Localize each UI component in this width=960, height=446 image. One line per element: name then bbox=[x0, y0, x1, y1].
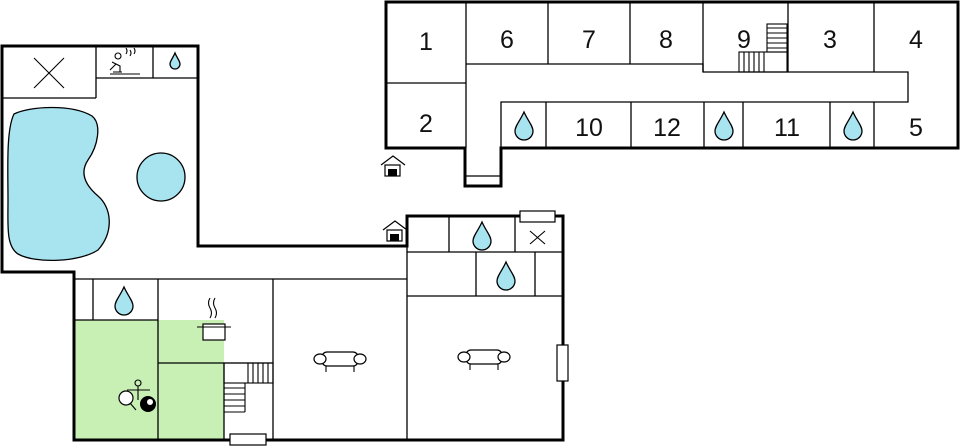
cooking-pot-icon bbox=[197, 297, 231, 341]
wellness-area bbox=[2, 46, 198, 262]
pool bbox=[7, 106, 110, 262]
room-number-12: 12 bbox=[653, 114, 681, 142]
water-drop-icon bbox=[714, 110, 734, 141]
game-room-fill bbox=[74, 320, 224, 440]
water-drop-icon bbox=[843, 110, 863, 141]
water-drop-icon bbox=[514, 110, 534, 141]
room-number-5: 5 bbox=[909, 114, 923, 142]
room-number-10: 10 bbox=[575, 114, 603, 142]
stairs-icon bbox=[738, 23, 788, 73]
room-number-3: 3 bbox=[823, 26, 837, 54]
room-number-4: 4 bbox=[909, 26, 923, 54]
water-drop-icon bbox=[169, 51, 181, 70]
water-drop-icon bbox=[114, 285, 134, 316]
outer-wall-left-building bbox=[0, 44, 565, 442]
room-number-9: 9 bbox=[737, 26, 751, 54]
outer-wall-top-building bbox=[384, 0, 960, 188]
sauna-icon bbox=[109, 47, 140, 75]
sofa-icon bbox=[457, 349, 511, 370]
window bbox=[556, 344, 569, 382]
room-number-11: 11 bbox=[774, 114, 800, 142]
room-number-2: 2 bbox=[419, 110, 433, 138]
entrance-icon bbox=[380, 155, 406, 177]
room-number-6: 6 bbox=[500, 26, 514, 54]
table-tennis-icon bbox=[118, 390, 137, 411]
entrance-icon bbox=[382, 220, 408, 242]
water-drop-icon bbox=[472, 220, 492, 251]
stairs-icon bbox=[223, 362, 274, 413]
foosball-icon bbox=[127, 379, 150, 400]
window bbox=[229, 433, 267, 446]
water-drop-icon bbox=[496, 260, 516, 291]
room-number-1: 1 bbox=[419, 28, 433, 56]
room-number-8: 8 bbox=[659, 26, 673, 54]
sofa-icon bbox=[313, 351, 367, 372]
whirlpool bbox=[136, 152, 186, 202]
window bbox=[519, 210, 556, 223]
billiard-icon bbox=[140, 396, 156, 412]
room-number-7: 7 bbox=[582, 26, 596, 54]
